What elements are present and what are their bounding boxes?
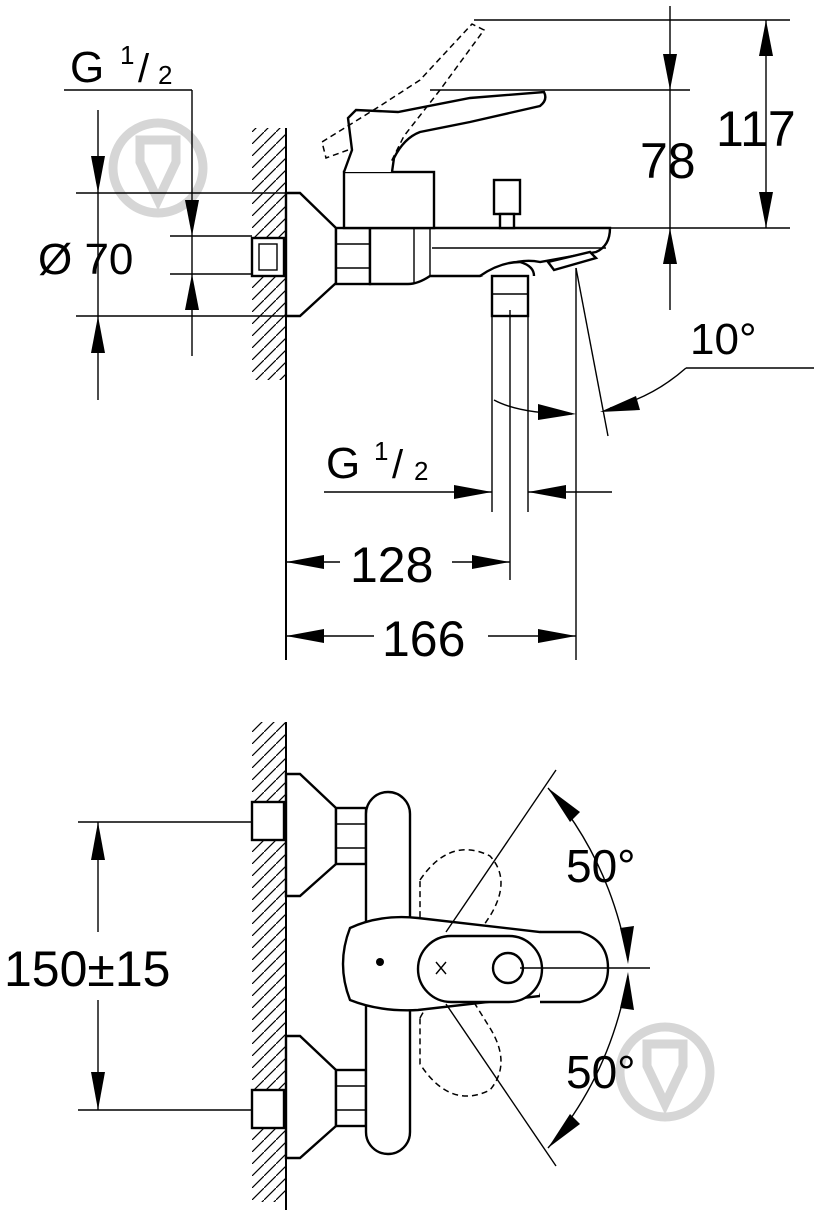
lever-alt-down — [419, 990, 502, 1097]
dim-thread-top: G 1 / 2 — [64, 40, 286, 400]
arrow-right-icon — [472, 555, 510, 569]
arrow-right-icon — [454, 485, 492, 499]
aerator — [545, 250, 599, 272]
dim-thread-top-sup: 1 — [120, 40, 134, 70]
arrow-up-icon — [91, 316, 105, 353]
dim-length-166-label: 166 — [382, 611, 465, 667]
dim-spacing-label: 150±15 — [4, 941, 170, 997]
dim-angle-down-label: 50° — [566, 1046, 636, 1098]
dim-length-128: 128 — [286, 534, 510, 593]
dim-diameter-label: Ø 70 — [38, 235, 133, 284]
lever-alt-position — [321, 23, 486, 165]
lower-escutcheon — [284, 1034, 338, 1160]
dim-thread-top-main: G — [70, 43, 104, 92]
escutcheon — [284, 191, 338, 318]
dim-length-166: 166 — [286, 610, 576, 667]
watermark-icon-bottom — [615, 1022, 715, 1122]
arrow-down-icon — [185, 200, 199, 236]
watermark-icon-top — [108, 118, 208, 218]
arrow-left-icon — [286, 555, 324, 569]
dim-thread-bottom: G 1 / 2 — [324, 436, 612, 499]
hex-nut — [334, 226, 372, 286]
dim-length-128-label: 128 — [350, 537, 433, 593]
svg-text:/: / — [138, 47, 150, 91]
front-view: 50° 50° 150±15 — [4, 722, 650, 1210]
lever — [342, 90, 547, 173]
upper-wall-connector — [250, 800, 286, 842]
upper-nut — [334, 806, 368, 866]
arrow-right-icon — [538, 404, 576, 420]
arrow-down-icon — [759, 192, 773, 228]
hot-cold-dot-icon — [376, 958, 384, 966]
arrow-down-icon — [91, 156, 105, 193]
arrow-down-icon — [620, 926, 634, 964]
wall-hatch-bottom — [252, 722, 286, 1202]
side-view: G 1 / 2 Ø 70 — [38, 6, 814, 667]
arrow-up-icon — [185, 274, 199, 310]
cross-mark-icon — [435, 961, 447, 975]
bottom-outlet-base — [479, 260, 536, 277]
dim-spacing: 150±15 — [4, 821, 252, 1111]
arrow-up-icon — [620, 972, 634, 1010]
arrow-up-icon — [759, 20, 773, 56]
dim-angle-10: 10° — [493, 315, 814, 420]
arrow-up-icon — [663, 228, 677, 264]
arrow-left-icon — [528, 485, 566, 499]
dim-thread-top-sub: 2 — [158, 60, 172, 90]
lever-knob — [491, 951, 525, 985]
svg-text:/: / — [392, 443, 404, 487]
arrow-left-icon — [286, 629, 324, 643]
upper-escutcheon — [284, 772, 338, 898]
arrow-down-icon — [548, 1114, 580, 1148]
cartridge — [342, 170, 436, 230]
arrow-up-icon — [548, 788, 580, 822]
dim-diameter: Ø 70 — [38, 235, 252, 284]
spout-angle-line — [575, 267, 609, 437]
bottom-outlet — [490, 274, 530, 318]
lower-wall-connector — [250, 1088, 286, 1130]
dim-thread-bottom-main: G — [326, 439, 360, 488]
dim-thread-bottom-sub: 2 — [414, 456, 428, 486]
arrow-up-icon — [91, 822, 105, 860]
arrow-right-icon — [538, 629, 576, 643]
dim-height-78: 78 — [640, 133, 696, 189]
dim-thread-bottom-sup: 1 — [374, 436, 388, 466]
dim-height-117: 117 — [716, 101, 796, 157]
arrow-down-icon — [91, 1072, 105, 1110]
dim-angle-10-label: 10° — [690, 315, 757, 364]
arrow-left-icon — [600, 396, 640, 412]
lower-nut — [334, 1068, 368, 1128]
dim-height: 78 117 — [430, 6, 796, 310]
lever-handle — [540, 930, 610, 1004]
diverter-knob — [492, 178, 522, 216]
arrow-down-icon — [663, 54, 677, 90]
dim-angle-up-label: 50° — [566, 840, 636, 892]
